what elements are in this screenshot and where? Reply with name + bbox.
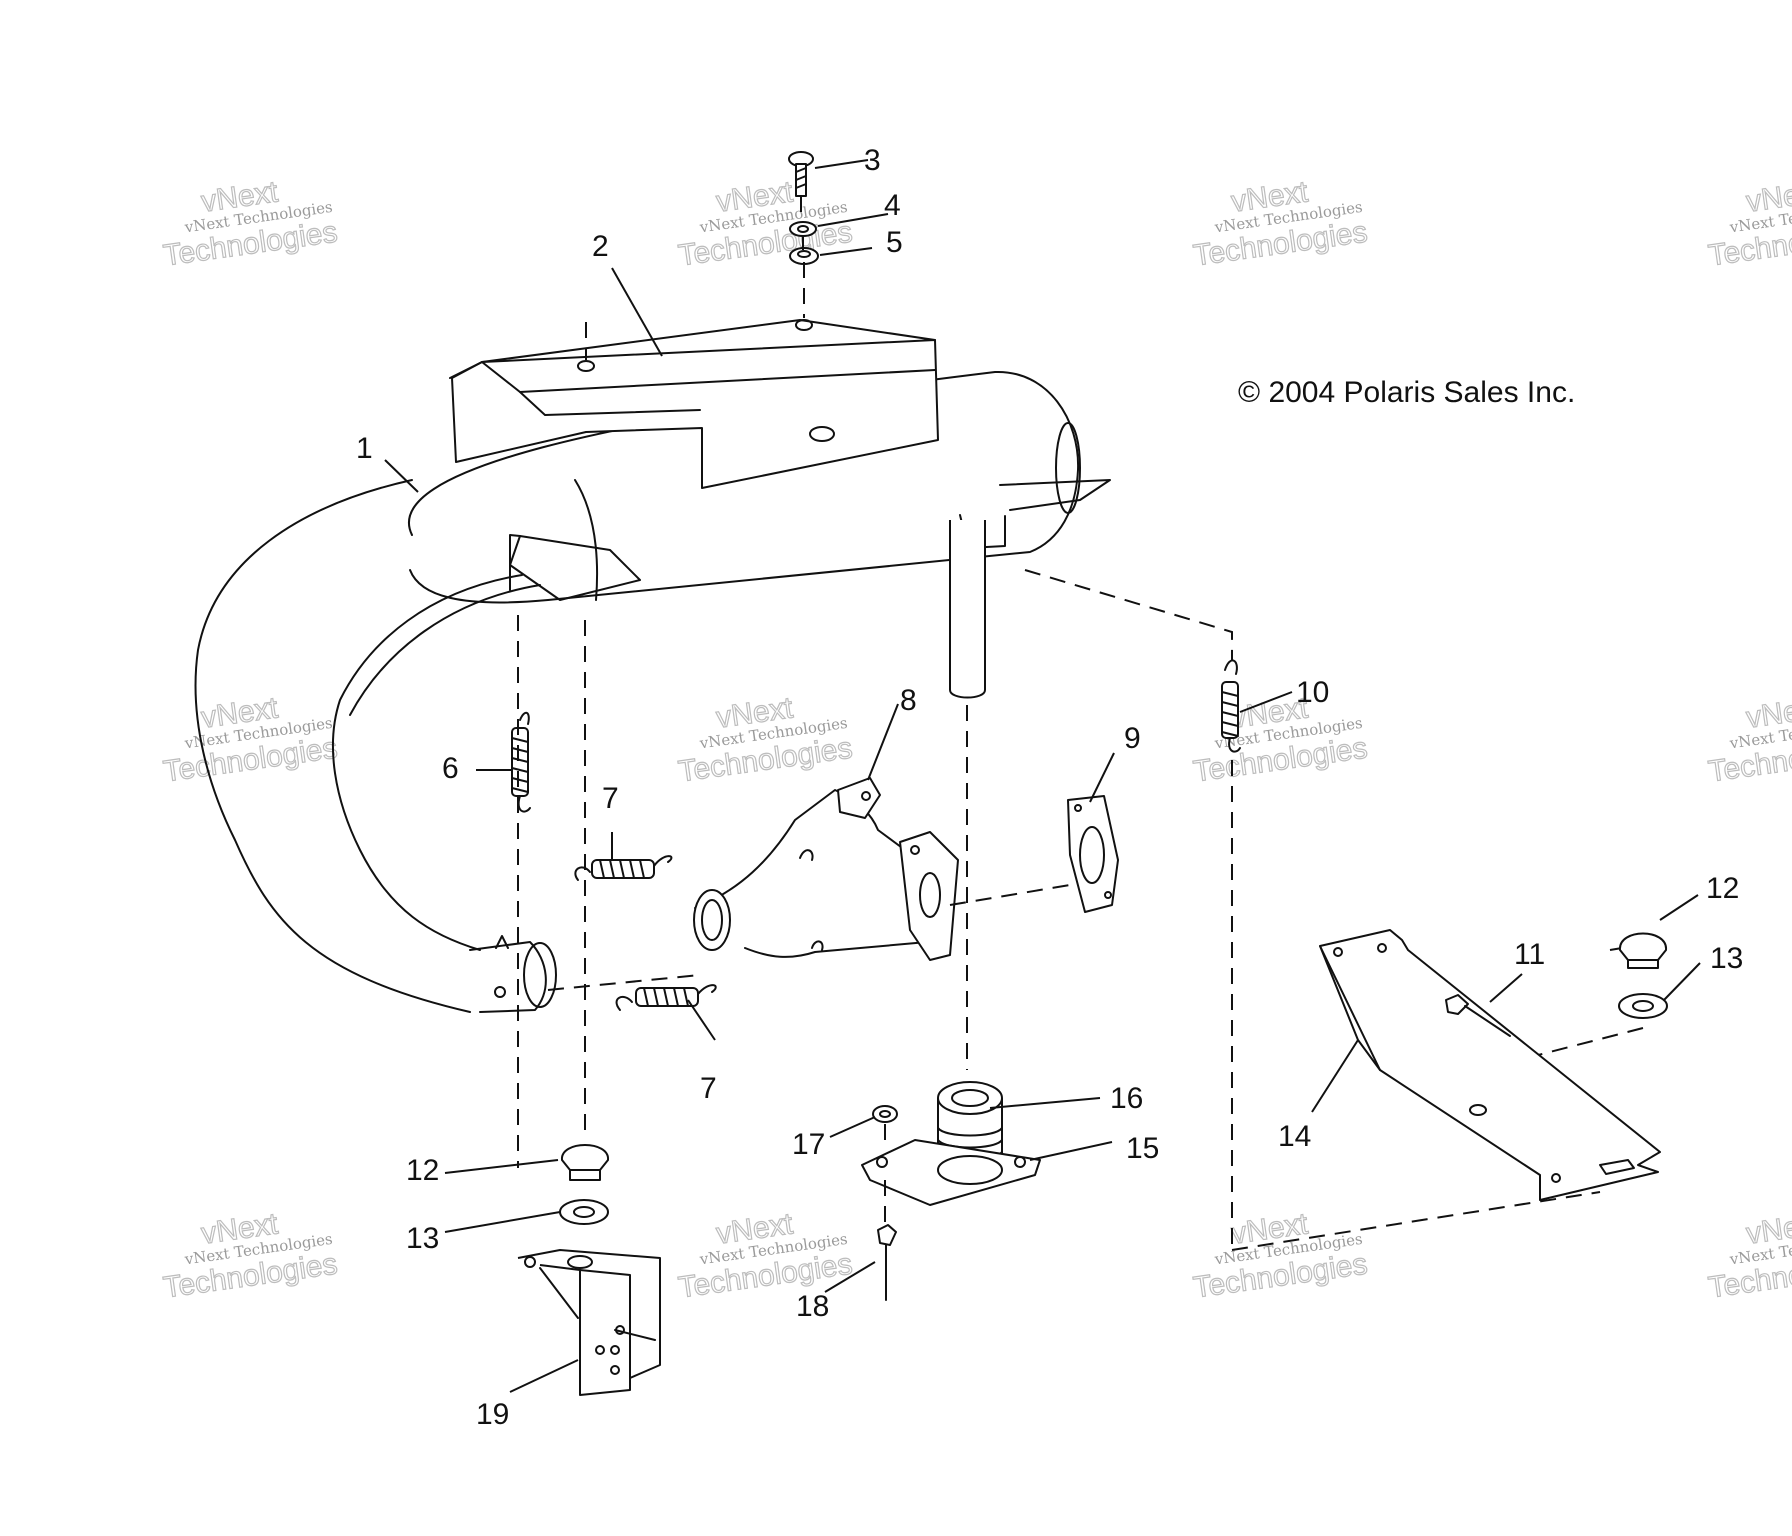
part-mount-post <box>949 520 986 699</box>
part-spring-7-upper <box>574 855 673 881</box>
callout-9: 9 <box>1124 722 1141 755</box>
part-bracket-19 <box>517 1249 661 1396</box>
callout-16: 16 <box>1110 1082 1143 1115</box>
part-washer-13-left <box>559 1199 609 1225</box>
callout-6: 6 <box>442 752 459 785</box>
callout-19: 19 <box>476 1398 509 1431</box>
part-mount-plate <box>861 1139 1041 1206</box>
callout-1: 1 <box>356 432 373 465</box>
callout-11: 11 <box>1514 938 1545 971</box>
part-muffler-headpipe <box>194 370 1111 1013</box>
part-grommet <box>789 247 819 265</box>
part-cap-12-right <box>1618 932 1668 969</box>
callout-4: 4 <box>884 189 901 222</box>
callout-2: 2 <box>592 230 609 263</box>
part-spring-7-lower <box>615 984 717 1011</box>
callout-7-lower: 7 <box>700 1072 717 1105</box>
callout-17: 17 <box>792 1128 825 1161</box>
copyright-text: © 2004 Polaris Sales Inc. <box>1238 376 1575 409</box>
callout-labels: 2 1 3 4 5 6 7 7 8 9 10 11 12 12 13 13 14… <box>356 144 1743 1431</box>
part-stud-18 <box>877 1224 897 1301</box>
callout-15: 15 <box>1126 1132 1159 1165</box>
part-cap-12-left <box>560 1144 610 1181</box>
part-stud-11 <box>1445 994 1511 1037</box>
part-bolt <box>788 151 814 197</box>
callout-14: 14 <box>1278 1120 1311 1153</box>
callout-10: 10 <box>1296 676 1329 709</box>
part-washer <box>789 221 817 237</box>
callout-18: 18 <box>796 1290 829 1323</box>
part-gasket <box>1067 795 1119 913</box>
callout-12-left: 12 <box>406 1154 439 1187</box>
part-spring-10 <box>1221 659 1241 753</box>
callout-7-upper: 7 <box>602 782 619 815</box>
part-heat-shield <box>449 319 939 489</box>
callout-8: 8 <box>900 684 917 717</box>
callout-13-left: 13 <box>406 1222 439 1255</box>
part-spring-6 <box>511 711 531 813</box>
part-washer-13-right <box>1618 993 1668 1019</box>
part-bracket-14 <box>1319 929 1661 1201</box>
part-nut-17 <box>872 1105 898 1123</box>
callout-12-right: 12 <box>1706 872 1739 905</box>
leader-lines <box>384 159 1701 1393</box>
callout-13-right: 13 <box>1710 942 1743 975</box>
callout-5: 5 <box>886 226 903 259</box>
part-y-pipe <box>693 777 959 961</box>
callout-3: 3 <box>864 144 881 177</box>
